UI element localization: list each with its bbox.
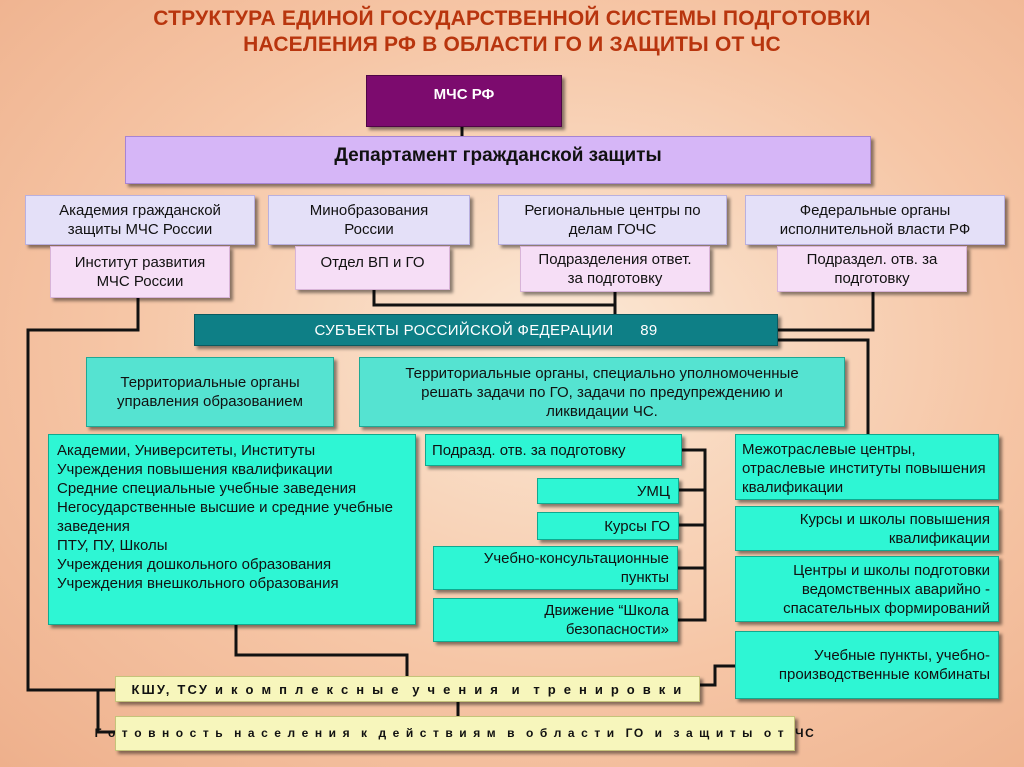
list-item: Учреждения повышения квалификации <box>57 461 333 478</box>
kursy-shkoly-box: Курсы и школы повышения квалификации <box>735 506 999 551</box>
regional-box: Региональные центры по делам ГОЧС <box>498 195 727 245</box>
institute-box: Институт развития МЧС России <box>50 246 230 298</box>
institutions-list-box: Академии, Университеты, Институты Учрежд… <box>48 434 416 625</box>
umc-box: УМЦ <box>537 478 679 504</box>
department-box: Департамент гражданской защиты <box>125 136 871 184</box>
terr-edu-box: Территориальные органы управления образо… <box>86 357 334 427</box>
academy-box: Академия гражданской защиты МЧС России <box>25 195 255 245</box>
ksu-bar: КШУ, ТСУ и к о м п л е к с н ы е у ч е н… <box>115 676 700 702</box>
federal-box: Федеральные органы исполнительной власти… <box>745 195 1005 245</box>
readiness-bar: Г о т о в н о с т ь н а с е л е н и я к … <box>95 716 814 751</box>
list-item: ПТУ, ПУ, Школы <box>57 537 168 554</box>
terr-go-box: Территориальные органы, специально уполн… <box>359 357 845 427</box>
dvizhenie-box: Движение “Школа безопасности» <box>433 598 678 642</box>
ucheb-konsult-box: Учебно-консультационные пункты <box>433 546 678 590</box>
centry-shkoly-box: Центры и школы подготовки ведомственных … <box>735 556 999 622</box>
list-item: Академии, Университеты, Институты <box>57 442 316 459</box>
podrazd-short-box: Подразд. отв. за подготовку <box>425 434 682 466</box>
podrazd-otv-box: Подразделения ответ. за подготовку <box>520 246 710 292</box>
subjects-bar: СУБЪЕКТЫ РОССИЙСКОЙ ФЕДЕРАЦИИ 89 <box>194 314 778 346</box>
list-item: Учреждения внешкольного образования <box>57 575 339 592</box>
ucheb-punkty-box: Учебные пункты, учебно-производственные … <box>735 631 999 699</box>
minobr-box: Минобразования России <box>268 195 470 245</box>
list-item: Средние специальные учебные заведения <box>57 480 357 497</box>
title-line-1: СТРУКТУРА ЕДИНОЙ ГОСУДАРСТВЕННОЙ СИСТЕМЫ… <box>153 7 871 30</box>
institutions-list: Академии, Университеты, Институты Учрежд… <box>57 441 407 593</box>
list-item: Учреждения дошкольного образования <box>57 556 332 573</box>
mchs-box: МЧС РФ <box>366 75 562 127</box>
otdel-vp-box: Отдел ВП и ГО <box>295 246 450 290</box>
title-line-2: НАСЕЛЕНИЯ РФ В ОБЛАСТИ ГО И ЗАЩИТЫ ОТ ЧС <box>243 33 781 56</box>
kursy-go-box: Курсы ГО <box>537 512 679 540</box>
page-title: СТРУКТУРА ЕДИНОЙ ГОСУДАРСТВЕННОЙ СИСТЕМЫ… <box>80 6 944 58</box>
federal-sub-box: Подраздел. отв. за подготовку <box>777 246 967 292</box>
list-item: Негосударственные высшие и средние учебн… <box>57 499 393 535</box>
mezhotrasl-box: Межотраслевые центры, отраслевые институ… <box>735 434 999 500</box>
